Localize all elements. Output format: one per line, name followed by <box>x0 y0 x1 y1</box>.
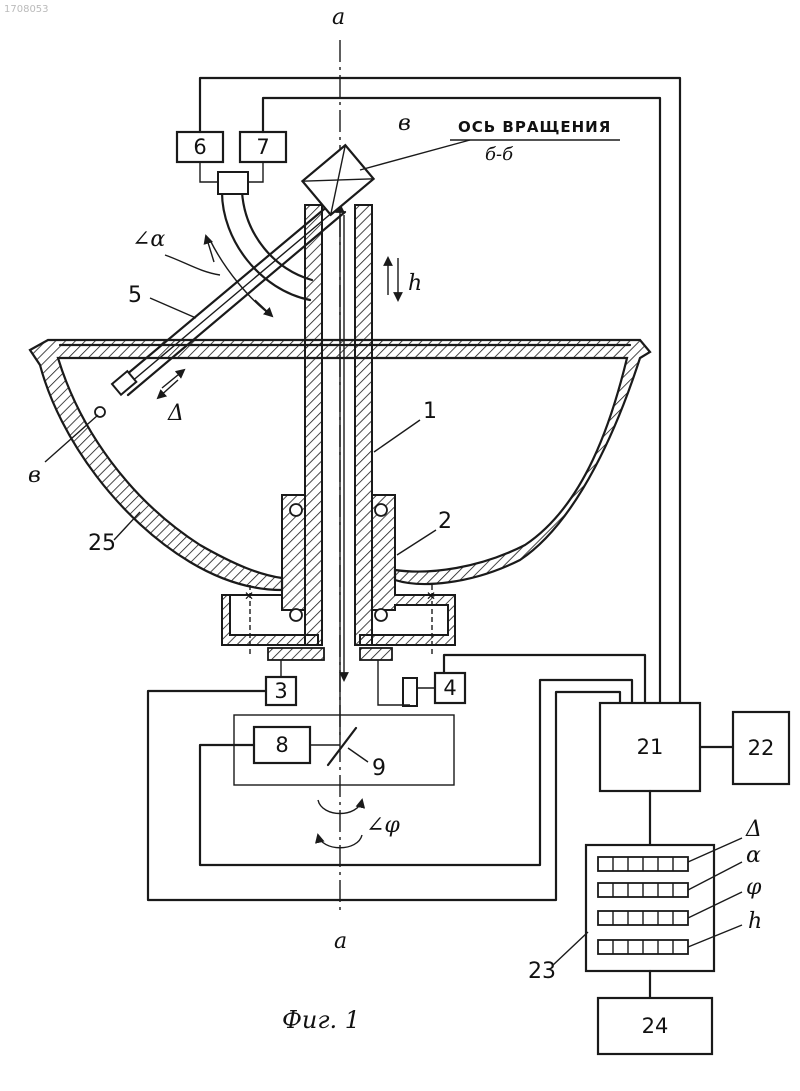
corner-id: 1708053 <box>4 4 49 15</box>
figure-caption: Фиг. 1 <box>282 1006 360 1034</box>
axis-label-top: a <box>332 5 345 30</box>
block-4-label: 4 <box>443 676 456 700</box>
wire-6-to-21 <box>200 78 680 703</box>
rotation-axis-leader <box>360 140 470 170</box>
alpha-arrow-up <box>206 236 214 262</box>
mirror-9-leader <box>348 748 368 762</box>
display-symbol-alpha: α <box>746 843 761 868</box>
wire-3-to-21 <box>148 691 620 900</box>
mount-screw-left-star: ✕ <box>244 589 254 603</box>
label-1: 1 <box>423 399 437 424</box>
label-23: 23 <box>528 959 556 984</box>
display-row-h <box>598 940 688 954</box>
angle-phi-label: ∠φ <box>366 813 400 838</box>
label-9: 9 <box>372 756 386 781</box>
angle-alpha-label: ∠α <box>132 227 165 252</box>
label-5: 5 <box>128 283 142 308</box>
display-row-delta <box>598 857 688 871</box>
wire-6-connector <box>200 162 218 182</box>
leader-2 <box>397 530 436 555</box>
display-row-alpha <box>598 883 688 897</box>
shaft-left-wall <box>305 205 322 645</box>
bearing-ball <box>375 504 387 516</box>
move-delta-label: Δ <box>167 401 184 426</box>
mirror-9 <box>328 728 356 765</box>
block-24-label: 24 <box>642 1014 669 1038</box>
leader-25 <box>114 512 140 540</box>
axis-label-bottom: a <box>334 929 347 954</box>
block-21-label: 21 <box>637 735 664 759</box>
block-8-label: 8 <box>275 733 288 757</box>
cable-connector <box>218 172 248 194</box>
label-25: 25 <box>88 531 116 556</box>
gear-rim-left <box>268 648 324 660</box>
bearing-ball <box>290 609 302 621</box>
bearing-ball <box>290 504 302 516</box>
bearing-ball <box>375 609 387 621</box>
mount-screw-right-star: ✕ <box>426 589 436 603</box>
block-7-label: 7 <box>256 135 269 159</box>
display-row-phi <box>598 911 688 925</box>
block-3-label: 3 <box>274 679 287 703</box>
label-2: 2 <box>438 509 452 534</box>
block-22-label: 22 <box>748 736 775 760</box>
shaft-right-wall <box>355 205 372 645</box>
point-b-left: в <box>28 463 41 488</box>
display-symbol-delta: Δ <box>745 817 762 842</box>
gear-rim-right <box>360 648 392 660</box>
rotation-axis-name: б-б <box>485 144 514 165</box>
display-symbol-phi: φ <box>746 875 762 900</box>
alpha-leader <box>165 255 220 275</box>
leader-5 <box>150 298 196 318</box>
sensor-4-body <box>403 678 417 706</box>
alpha-arrow-down <box>255 300 272 316</box>
block-6-label: 6 <box>193 135 206 159</box>
wire-8-to-21 <box>200 680 632 865</box>
rotation-axis-label: ОСЬ ВРАЩЕНИЯ <box>458 118 611 136</box>
move-h-label: h <box>408 271 422 296</box>
display-symbol-h: h <box>748 909 762 934</box>
wire-7-connector <box>248 162 263 182</box>
leader-1 <box>374 420 420 452</box>
leader-23 <box>552 932 588 966</box>
point-b-top: в <box>398 111 411 136</box>
